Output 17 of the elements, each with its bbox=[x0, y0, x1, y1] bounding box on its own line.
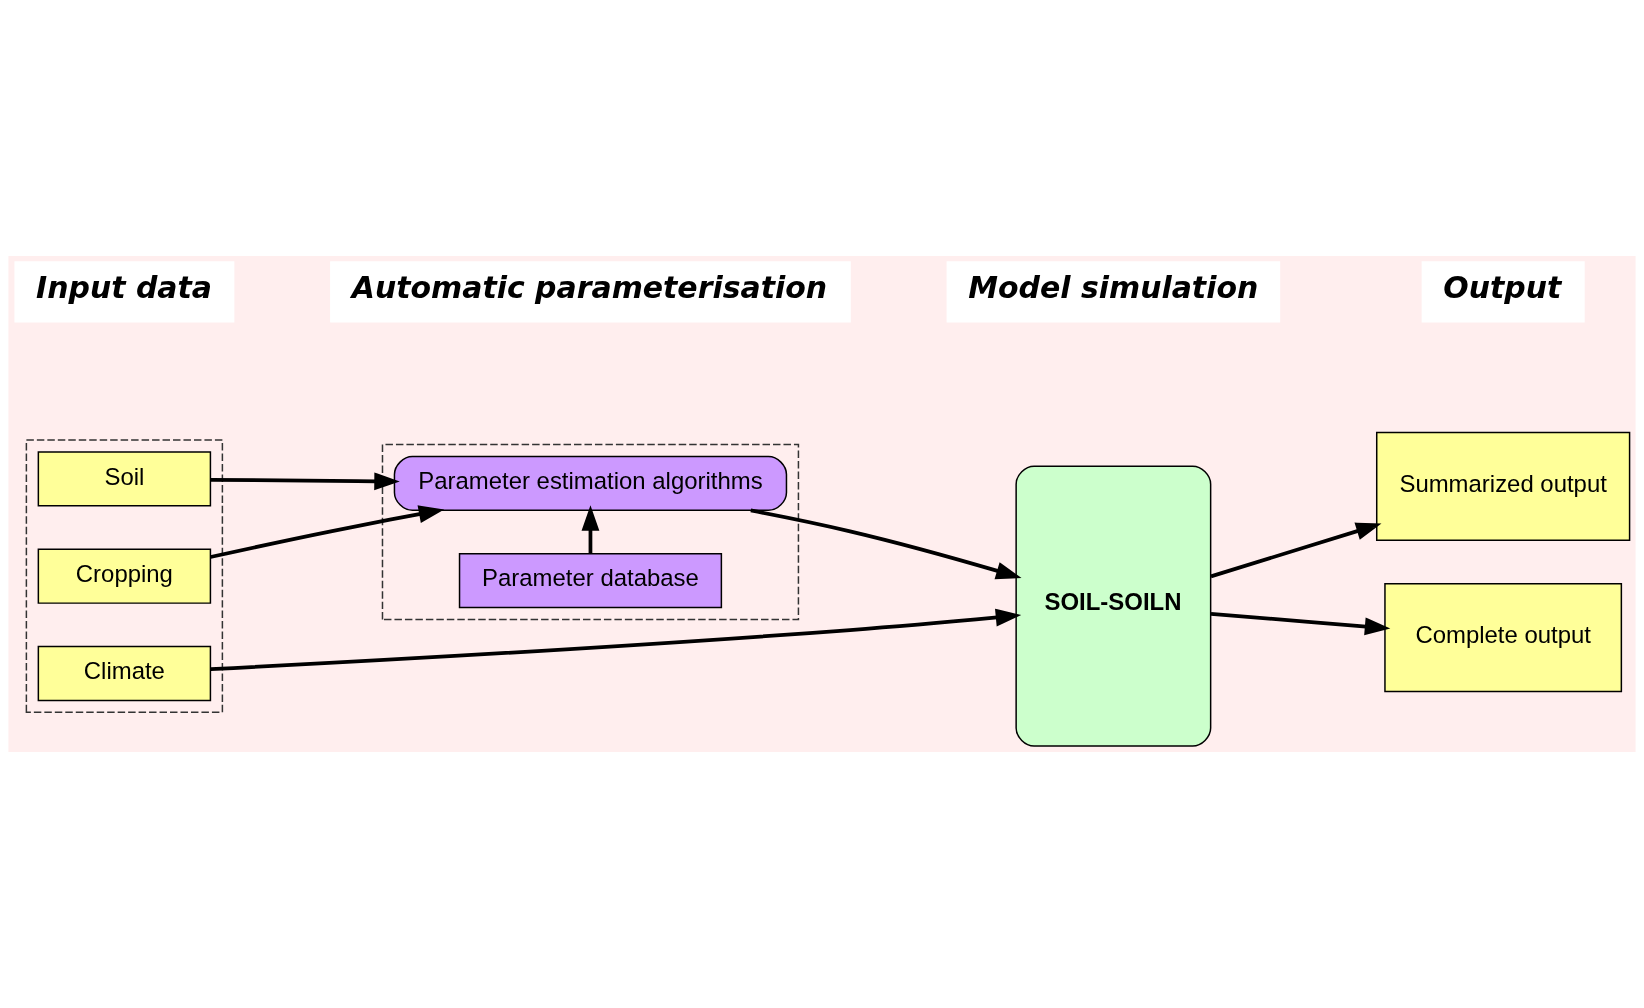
arrow bbox=[750, 508, 1022, 580]
node-box: Complete output bbox=[1384, 582, 1623, 693]
node-box: SOIL-SOILN bbox=[1015, 465, 1212, 747]
node-box: Climate bbox=[37, 645, 212, 702]
node-box: Summarized output bbox=[1376, 431, 1631, 542]
arrow bbox=[581, 505, 600, 554]
node-box: Cropping bbox=[37, 548, 212, 604]
arrow bbox=[210, 608, 1022, 672]
cluster bbox=[381, 443, 800, 621]
node-box: Parameter estimation algorithms bbox=[393, 455, 788, 512]
arrow bbox=[210, 472, 400, 491]
node-box: Parameter database bbox=[458, 553, 723, 609]
arrow bbox=[210, 505, 445, 559]
node-box: Soil bbox=[37, 451, 212, 507]
arrow bbox=[1210, 612, 1391, 636]
arrow bbox=[1210, 522, 1382, 579]
cluster bbox=[25, 439, 224, 714]
